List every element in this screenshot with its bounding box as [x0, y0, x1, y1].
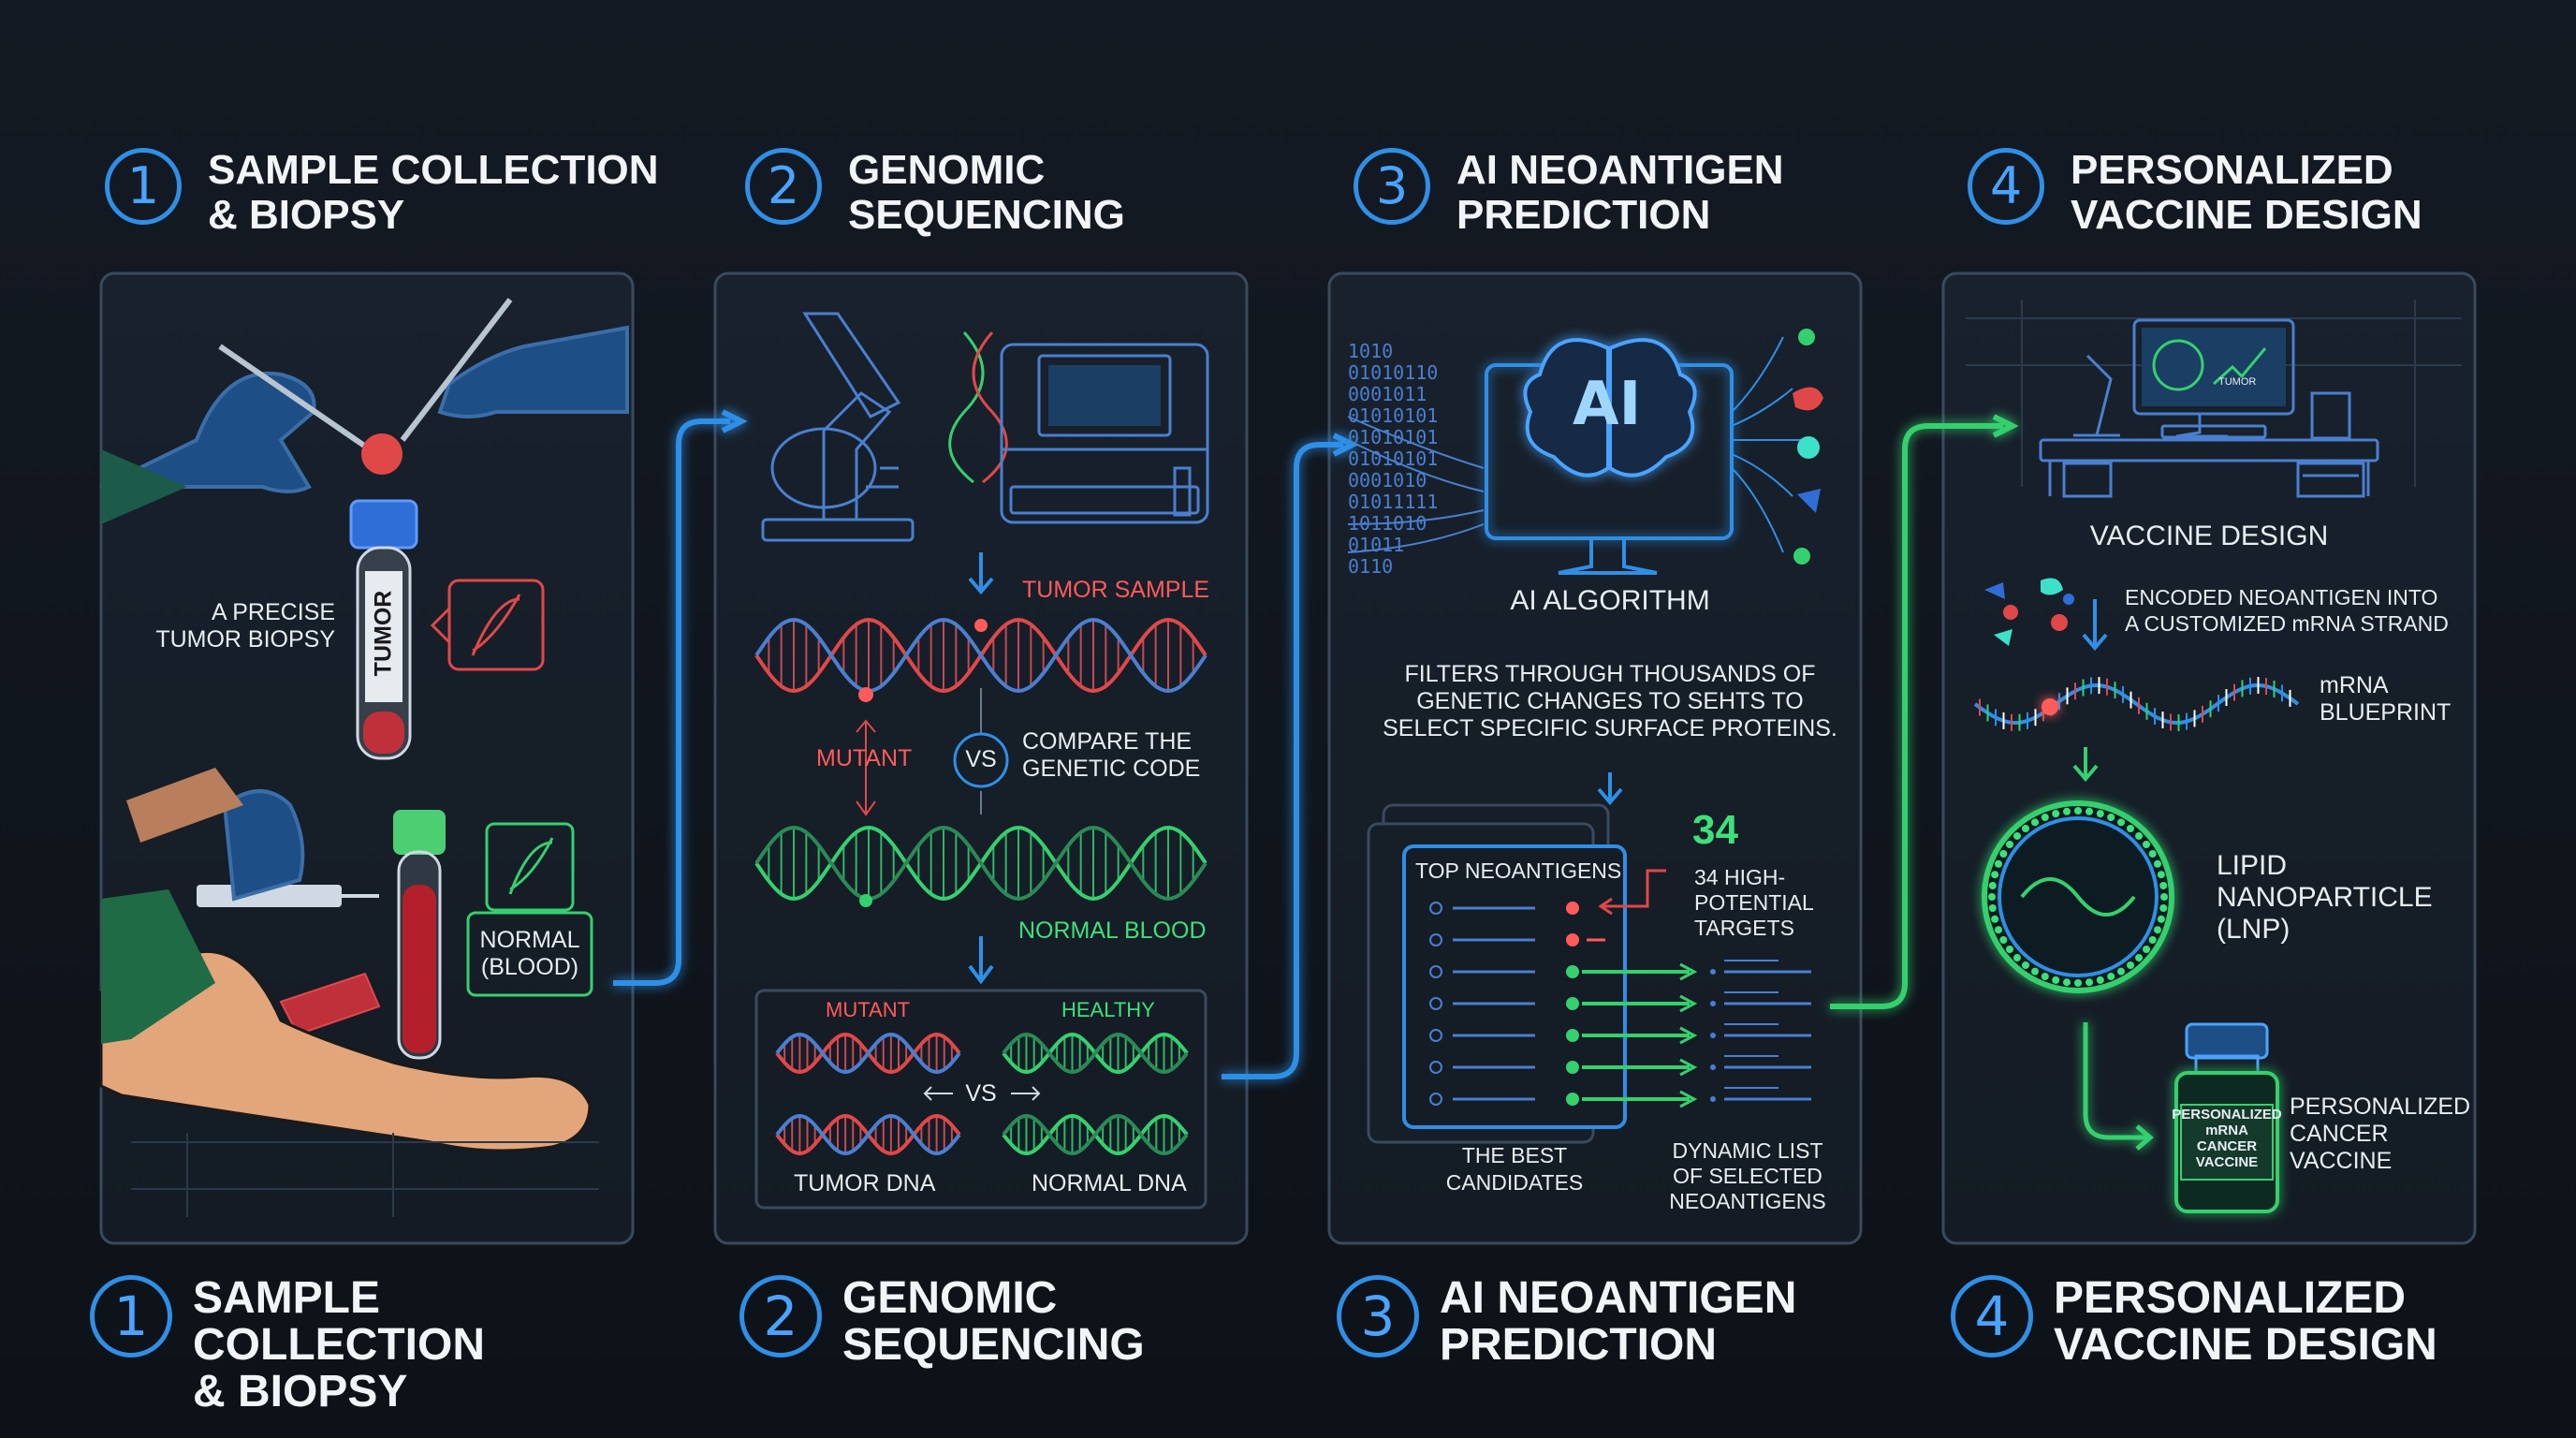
step-title-text: GENOMIC SEQUENCING — [842, 1273, 1145, 1370]
step-number-badge: 2 — [745, 148, 822, 225]
compare-label: COMPARE THE GENETIC CODE — [1022, 728, 1201, 782]
filters-description: FILTERS THROUGH THOUSANDS OF GENETIC CHA… — [1383, 661, 1837, 741]
normal-dna-helix — [754, 825, 1208, 902]
list-row-bullet — [1429, 997, 1442, 1010]
step-title-text: AI NEOANTIGEN PREDICTION — [1456, 147, 1784, 238]
step-number-badge: 2 — [739, 1275, 822, 1357]
box-healthy-helix — [1002, 1032, 1189, 1075]
list-row-bullet — [1429, 1061, 1442, 1074]
binary-digits: 0001011 — [1348, 383, 1427, 405]
step-footer-2: 2 GENOMIC SEQUENCING — [739, 1275, 1301, 1425]
binary-digits: 01011111 — [1348, 491, 1438, 513]
tumor-dna-label: TUMOR DNA — [794, 1170, 936, 1196]
binary-digits: 01010101 — [1348, 404, 1438, 427]
box-mutant-label: MUTANT — [826, 998, 911, 1021]
binary-digits: 01010101 — [1348, 426, 1438, 448]
box-tumor-helix — [775, 1113, 961, 1156]
step-footer-4: 4 PERSONALIZED VACCINE DESIGN — [1951, 1275, 2512, 1425]
binary-digits: 01011 — [1348, 534, 1404, 556]
step-number-badge: 1 — [105, 148, 182, 225]
step-title-text: PERSONALIZED VACCINE DESIGN — [2054, 1273, 2437, 1370]
encoded-label: ENCODED NEOANTIGEN INTO A CUSTOMIZED mRN… — [2125, 585, 2449, 636]
box-vs-label: VS — [965, 1080, 997, 1107]
binary-digits: 01010110 — [1348, 361, 1438, 384]
list-row-bullet — [1429, 1093, 1442, 1106]
box-healthy-label: HEALTHY — [1061, 998, 1155, 1021]
candidate-dot — [1566, 997, 1579, 1010]
candidate-dot — [1566, 933, 1579, 946]
vaccine-label: PERSONALIZED CANCER VACCINE — [2290, 1093, 2471, 1174]
dynamic-list-label: DYNAMIC LIST OF SELECTED NEOANTIGENS — [1669, 1138, 1826, 1213]
step-title-text: GENOMIC SEQUENCING — [848, 147, 1125, 238]
panel-vaccine-design — [1941, 271, 2477, 1245]
list-row-bullet — [1429, 1029, 1442, 1042]
step-title-text: AI NEOANTIGEN PREDICTION — [1440, 1273, 1797, 1370]
binary-digits: 01010101 — [1348, 448, 1438, 470]
list-row-bullet — [1429, 965, 1442, 978]
ai-algorithm-label: AI ALGORITHM — [1510, 585, 1710, 616]
list-row-bullet — [1429, 933, 1442, 946]
step-title-3: 3 AI NEOANTIGEN PREDICTION — [1354, 148, 1915, 298]
normal-dna-label: NORMAL DNA — [1032, 1170, 1187, 1196]
step-number-badge: 3 — [1337, 1275, 1419, 1357]
biopsy-label: A PRECISE TUMOR BIOPSY — [155, 599, 335, 653]
step-title-text: PERSONALIZED VACCINE DESIGN — [2071, 147, 2422, 238]
glove-hand-right — [437, 325, 629, 418]
mutation-marker — [974, 619, 988, 632]
mutation-marker — [858, 687, 873, 702]
step-number-badge: 4 — [1951, 1275, 2033, 1357]
step-title-4: 4 PERSONALIZED VACCINE DESIGN — [1968, 148, 2529, 298]
biopsy-illustration — [99, 298, 629, 1217]
vial-label: PERSONALIZED mRNA CANCER VACCINE — [2172, 1107, 2282, 1170]
tumor-tube-label: TUMOR — [370, 590, 397, 677]
mutant-label: MUTANT — [816, 745, 913, 771]
tumor-sample-label: TUMOR SAMPLE — [1022, 577, 1210, 603]
top-neoantigens-title: TOP NEOANTIGENS — [1415, 858, 1622, 883]
ai-illustration: 1010010101100001011010101010101010101010… — [1347, 329, 1823, 1144]
tumor-dna-helix — [754, 617, 1208, 694]
normal-blood-dna-label: NORMAL BLOOD — [1018, 917, 1207, 944]
mrna-blueprint-label: mRNA BLUEPRINT — [2320, 672, 2452, 726]
sequencing-illustration — [754, 312, 1209, 1210]
candidate-dot — [1566, 1093, 1579, 1106]
lnp-label: LIPID NANOPARTICLE (LNP) — [2217, 850, 2433, 945]
candidate-dot — [1566, 965, 1579, 978]
protein-icons — [1793, 329, 1823, 565]
step-title-text: SAMPLE COLLECTION & BIOPSY — [208, 147, 659, 238]
tissue-sample — [361, 433, 402, 475]
vs-label: VS — [965, 746, 997, 772]
step-footer-1: 1 SAMPLE COLLECTION & BIOPSY — [90, 1275, 651, 1425]
list-row-bullet — [1429, 902, 1442, 915]
ai-brain-label: AI — [1573, 370, 1642, 439]
glove-hand-left — [100, 371, 316, 493]
normal-marker — [859, 894, 872, 907]
box-normal-helix — [1002, 1113, 1189, 1156]
step-footer-3: 3 AI NEOANTIGEN PREDICTION — [1337, 1275, 1898, 1425]
targets-label: 34 HIGH- POTENTIAL TARGETS — [1694, 865, 1814, 940]
candidate-dot — [1566, 1029, 1579, 1042]
binary-digits: 0001010 — [1348, 469, 1427, 492]
step-number-badge: 1 — [90, 1275, 172, 1357]
step-number-badge: 3 — [1354, 148, 1430, 225]
box-mutant-helix — [775, 1032, 961, 1075]
step-title-2: 2 GENOMIC SEQUENCING — [745, 148, 1307, 298]
binary-digits: 0110 — [1348, 555, 1393, 578]
step-title-text: SAMPLE COLLECTION & BIOPSY — [193, 1273, 485, 1416]
target-count: 34 — [1692, 807, 1738, 853]
candidate-dot — [1566, 1061, 1579, 1074]
screen-tumor-label: TUMOR — [2218, 376, 2257, 388]
step-title-1: 1 SAMPLE COLLECTION & BIOPSY — [105, 148, 666, 298]
normal-blood-label: NORMAL (BLOOD) — [479, 927, 580, 980]
connector-arrows — [613, 409, 2019, 1079]
vaccine-illustration — [1966, 300, 2462, 1213]
candidate-dot — [1566, 902, 1579, 915]
step-number-badge: 4 — [1968, 148, 2044, 225]
binary-digits: 1010 — [1348, 340, 1393, 362]
panel-genomic-sequencing — [713, 271, 1249, 1245]
vaccine-design-label: VACCINE DESIGN — [2089, 521, 2329, 551]
best-candidates-label: THE BEST CANDIDATES — [1445, 1143, 1584, 1195]
